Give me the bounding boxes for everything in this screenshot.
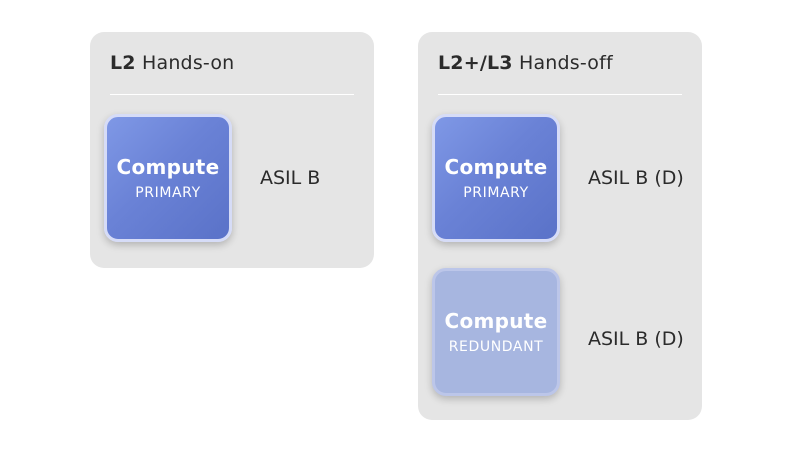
compute-role: REDUNDANT (448, 339, 544, 355)
compute-role: PRIMARY (135, 185, 201, 201)
l2plus-l3-hands-off-panel: L2+/L3 Hands-off Compute PRIMARY ASIL B … (418, 32, 702, 420)
divider (438, 94, 682, 95)
compute-role: PRIMARY (463, 185, 529, 201)
compute-title: Compute (444, 155, 548, 179)
compute-primary-block: Compute PRIMARY (432, 114, 560, 242)
compute-title: Compute (116, 155, 220, 179)
asil-rating: ASIL B (D) (588, 328, 684, 350)
panel-title-mode: Hands-off (518, 52, 613, 74)
asil-rating: ASIL B (D) (588, 167, 684, 189)
compute-redundant-block: Compute REDUNDANT (432, 268, 560, 396)
panel-title-level: L2 (110, 52, 136, 74)
panel-title-mode: Hands-on (141, 52, 235, 74)
asil-rating: ASIL B (260, 167, 321, 189)
panel-title-level: L2+/L3 (438, 52, 513, 74)
compute-title: Compute (444, 309, 548, 333)
panel-title: L2+/L3 Hands-off (438, 52, 613, 74)
compute-primary-block: Compute PRIMARY (104, 114, 232, 242)
divider (110, 94, 354, 95)
panel-title: L2 Hands-on (110, 52, 234, 74)
l2-hands-on-panel: L2 Hands-on Compute PRIMARY ASIL B (90, 32, 374, 268)
